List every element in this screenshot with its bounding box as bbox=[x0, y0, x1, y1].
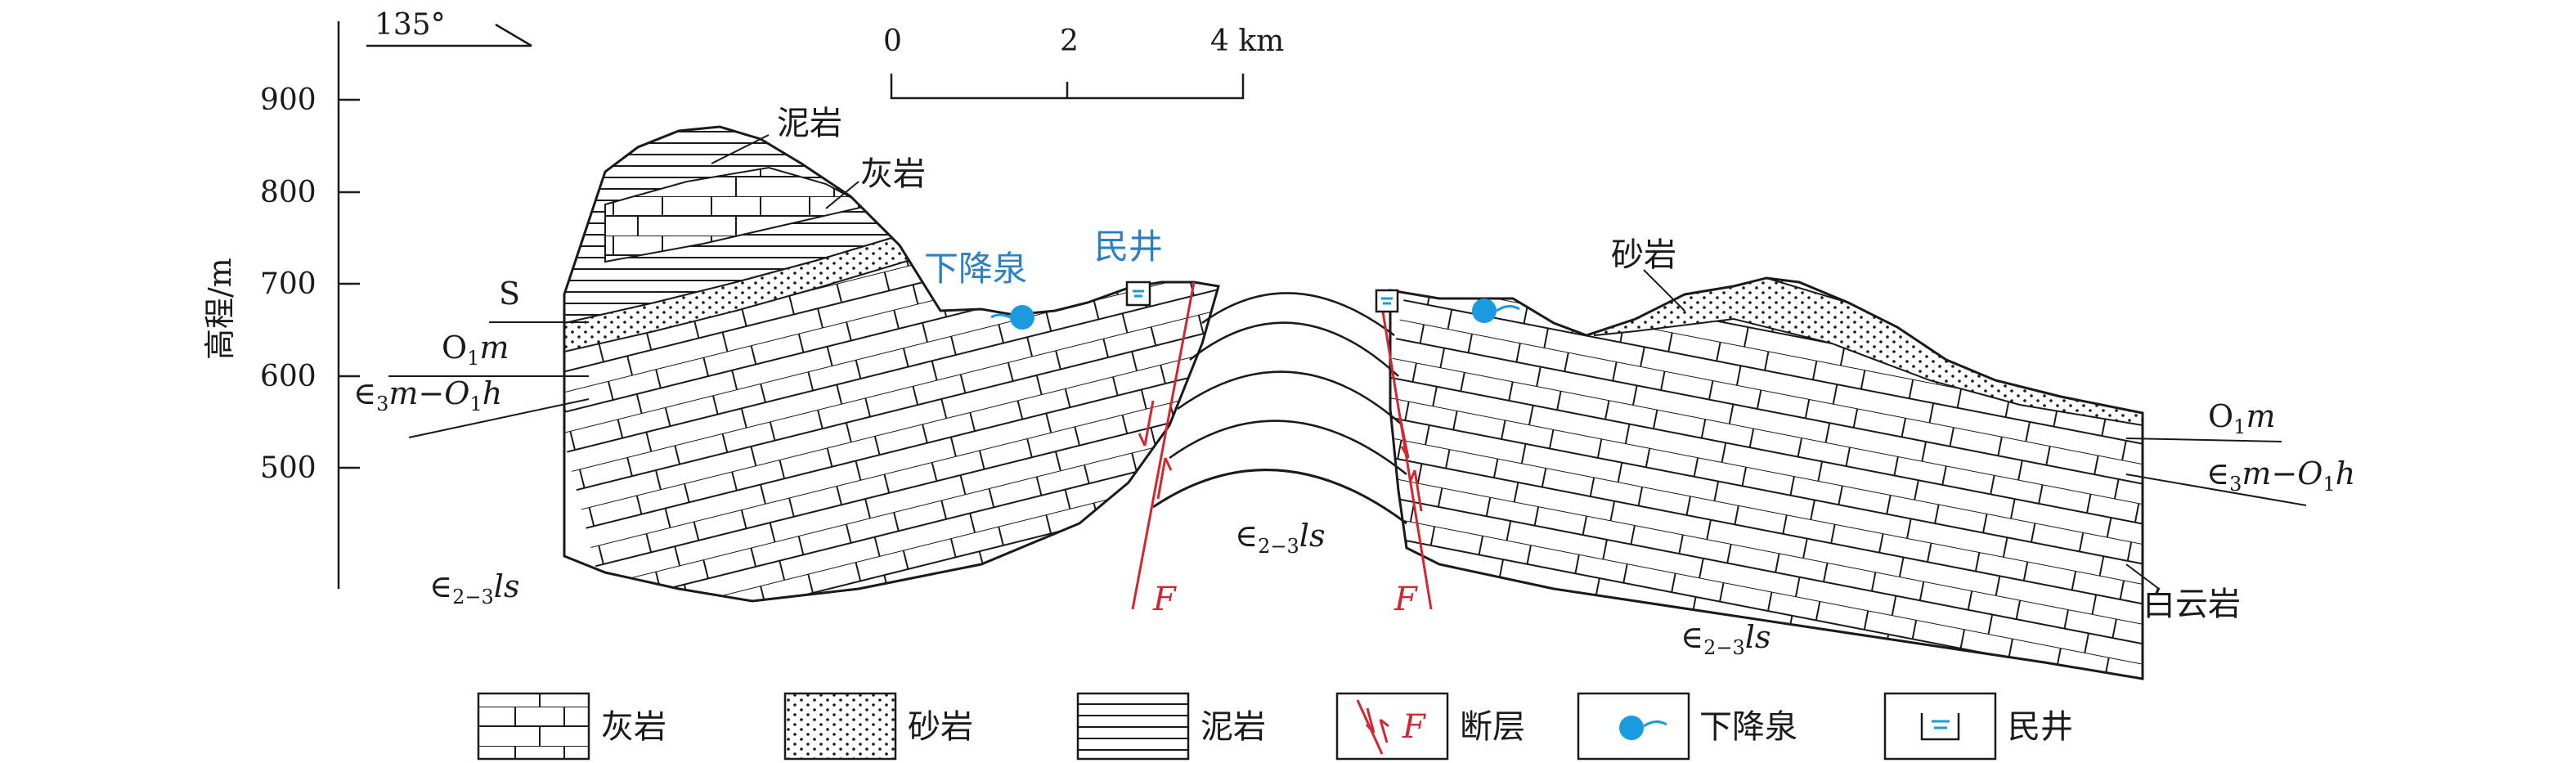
elevation-axis-label: 高程/m bbox=[202, 258, 238, 360]
label-o1m-left: O1m bbox=[442, 330, 509, 370]
legend-label-fault: 断层 bbox=[1460, 708, 1525, 746]
legend-fault-symbol: F bbox=[1402, 708, 1426, 746]
label-e3m-left: ∈3m−O1h bbox=[353, 375, 502, 415]
spring-right bbox=[1472, 298, 1520, 323]
label-dolomite: 白云岩 bbox=[2143, 586, 2241, 623]
anticline-fold bbox=[1152, 292, 1407, 525]
well-right bbox=[1375, 289, 1399, 313]
label-spring: 下降泉 bbox=[924, 249, 1027, 289]
orientation-indicator: 135° bbox=[366, 8, 532, 47]
elevation-axis: 900 800 700 600 500 高程/m bbox=[202, 21, 360, 589]
right-slope bbox=[1389, 276, 2144, 680]
label-ls-right: ∈2−3ls bbox=[1681, 619, 1770, 659]
faults: F F bbox=[1131, 281, 1433, 618]
fault-label-right: F bbox=[1393, 581, 1418, 618]
legend-item-well: 民井 bbox=[1883, 692, 2073, 761]
legend-label-mudstone: 泥岩 bbox=[1200, 708, 1266, 746]
well-icon bbox=[1920, 713, 1960, 741]
elev-tick-900: 900 bbox=[260, 83, 316, 117]
spring-icon bbox=[1619, 716, 1644, 740]
leader-lines bbox=[388, 134, 2307, 590]
legend-label-well: 民井 bbox=[2008, 708, 2073, 746]
scale-tick-0: 0 bbox=[883, 25, 902, 58]
text-annotations: 泥岩 灰岩 下降泉 民井 砂岩 白云岩 S O1m ∈3m−O1h O1m ∈3… bbox=[353, 105, 2355, 659]
elev-tick-500: 500 bbox=[260, 451, 316, 485]
legend-item-sandstone: 砂岩 bbox=[783, 692, 973, 761]
label-o1m-right: O1m bbox=[2208, 398, 2275, 438]
label-ls-center: ∈2−3ls bbox=[1235, 518, 1325, 558]
fault-label-left: F bbox=[1152, 581, 1177, 618]
elev-tick-600: 600 bbox=[260, 360, 316, 393]
well-left bbox=[1125, 281, 1151, 307]
legend: 灰岩 砂岩 泥岩 F 断层 下降泉 民井 bbox=[477, 692, 2073, 761]
label-mudstone: 泥岩 bbox=[777, 105, 842, 142]
scale-tick-4km: 4 km bbox=[1210, 25, 1284, 58]
orientation-label: 135° bbox=[375, 8, 446, 42]
label-limestone: 灰岩 bbox=[860, 155, 926, 193]
label-well: 民井 bbox=[1094, 227, 1163, 267]
legend-item-mudstone: 泥岩 bbox=[1076, 692, 1266, 761]
legend-item-fault: F 断层 bbox=[1335, 692, 1525, 761]
spring-left bbox=[990, 305, 1034, 330]
scale-tick-2: 2 bbox=[1060, 25, 1079, 58]
legend-label-spring: 下降泉 bbox=[1699, 708, 1797, 746]
elev-tick-800: 800 bbox=[260, 176, 316, 209]
label-silurian: S bbox=[499, 276, 520, 312]
legend-label-limestone: 灰岩 bbox=[601, 708, 666, 746]
legend-item-limestone: 灰岩 bbox=[477, 692, 666, 761]
label-ls-left: ∈2−3ls bbox=[429, 568, 519, 608]
scale-bar: 0 2 4 km bbox=[883, 25, 1284, 100]
label-e3m-right: ∈3m−O1h bbox=[2206, 456, 2355, 496]
elev-tick-700: 700 bbox=[260, 267, 316, 301]
legend-item-spring: 下降泉 bbox=[1577, 692, 1797, 761]
label-sandstone: 砂岩 bbox=[1611, 236, 1676, 274]
legend-label-sandstone: 砂岩 bbox=[908, 708, 973, 746]
